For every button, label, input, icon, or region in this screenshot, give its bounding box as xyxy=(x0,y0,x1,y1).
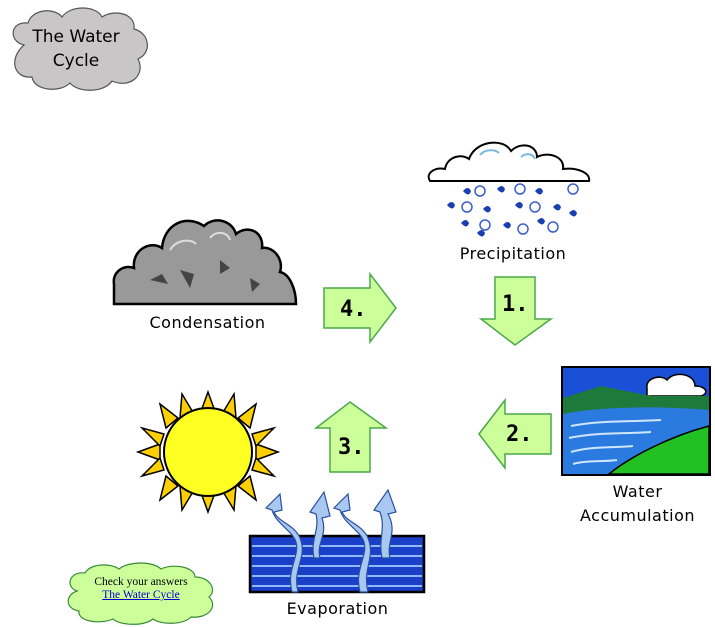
water-accumulation-icon xyxy=(561,366,711,476)
arrow-1-down xyxy=(478,276,554,346)
arrow-2-left xyxy=(478,397,552,471)
arrow-4-label: 4. xyxy=(340,297,367,322)
arrow-1-label: 1. xyxy=(502,292,529,317)
arrow-3-up xyxy=(313,401,389,473)
water-cycle-link[interactable]: The Water Cycle xyxy=(102,589,180,601)
water-accumulation-label-line-2: Accumulation xyxy=(579,506,696,525)
condensation-label: Condensation xyxy=(149,313,266,332)
title-line-1: The Water xyxy=(32,27,120,47)
evaporation-label: Evaporation xyxy=(286,599,389,618)
arrow-3-label: 3. xyxy=(338,435,365,460)
precipitation-label: Precipitation xyxy=(459,244,567,263)
water-accumulation-label: Water Accumulation xyxy=(570,480,705,528)
evaporation-icon xyxy=(248,488,426,594)
title-cloud-shape xyxy=(12,7,148,91)
page-title: The Water Cycle xyxy=(14,25,138,73)
check-answers-text: Check your answers xyxy=(94,576,188,588)
water-accumulation-label-line-1: Water xyxy=(612,482,663,501)
sun-icon xyxy=(135,389,281,515)
condensation-icon xyxy=(112,219,298,306)
check-answers-box: Check your answers The Water Cycle xyxy=(70,576,212,602)
precipitation-icon xyxy=(427,141,591,237)
title-line-2: Cycle xyxy=(52,51,100,71)
arrow-2-label: 2. xyxy=(506,422,533,447)
arrow-4-right xyxy=(323,271,397,345)
check-answers-cloud xyxy=(67,562,214,625)
